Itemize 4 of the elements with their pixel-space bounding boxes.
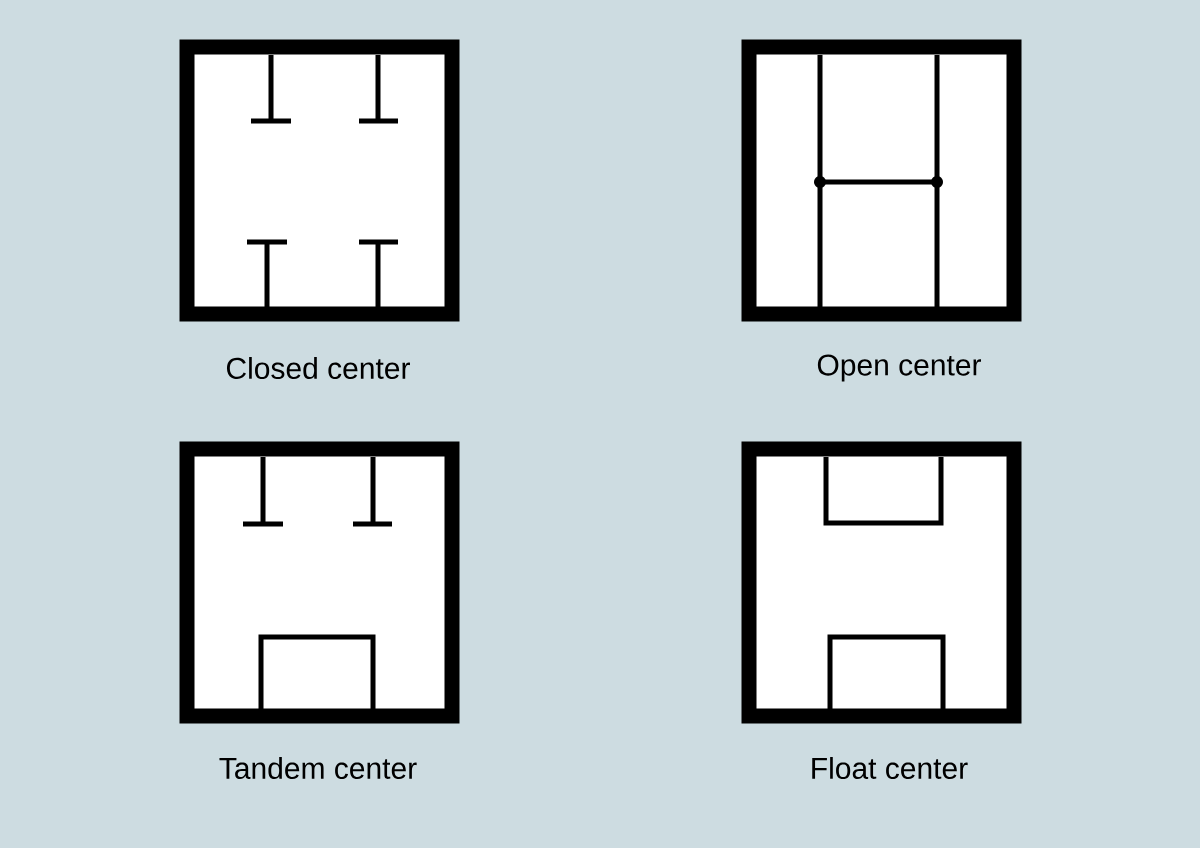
- caption: Open center: [817, 354, 981, 382]
- caption: Tandem center: [219, 756, 417, 779]
- caption: Float center: [812, 756, 968, 779]
- caption: Closed center: [226, 356, 410, 379]
